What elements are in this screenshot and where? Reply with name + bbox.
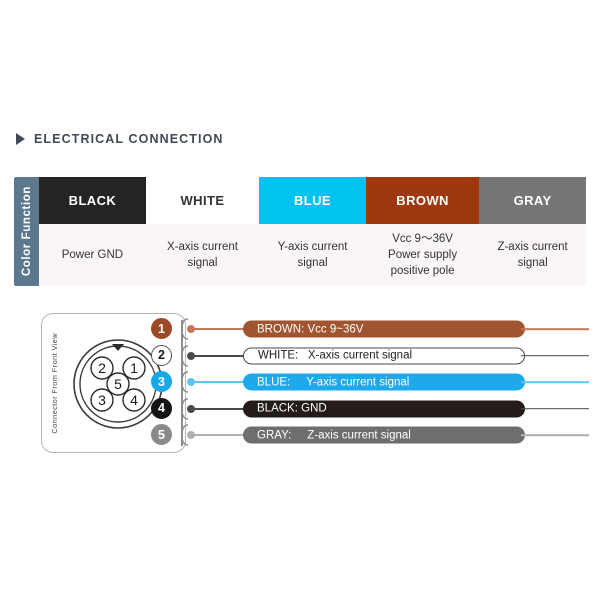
table-column-brown: BROWN Vcc 9～36V Power supply positive pole xyxy=(365,177,480,286)
pin-badge-2: 2 xyxy=(151,344,172,366)
column-function-blue: Y-axis current signal xyxy=(259,224,366,286)
function-line: Vcc 9～36V xyxy=(392,233,453,245)
wire-label-gap xyxy=(290,376,306,388)
wire-tail-line xyxy=(521,407,589,410)
svg-text:2: 2 xyxy=(98,360,106,376)
wire-bracket-icon xyxy=(181,397,189,420)
svg-text:4: 4 xyxy=(130,392,138,408)
table-column-gray: GRAY Z-axis current signal xyxy=(479,177,587,286)
wire-color-label: BROWN: xyxy=(257,323,305,335)
wire-pill-4: BLACK: GND xyxy=(243,400,525,417)
column-header-blue: BLUE xyxy=(259,177,366,224)
wire-tail-line xyxy=(521,328,589,330)
wire-color-label: BLUE: xyxy=(257,376,291,388)
wire-bracket-icon xyxy=(181,424,189,446)
wire-lead-line xyxy=(191,407,247,410)
function-line: Y-axis current xyxy=(277,241,348,253)
wire-color-label: GRAY: xyxy=(257,429,292,441)
wire-bracket-icon xyxy=(181,318,189,340)
wire-row-3: BLUE: Y-axis current signal xyxy=(181,371,591,393)
function-line: signal xyxy=(517,257,548,269)
function-line: signal xyxy=(297,257,328,269)
svg-text:3: 3 xyxy=(98,392,106,408)
wire-pill-5: GRAY: Z-axis current signal xyxy=(243,426,525,444)
wire-row-2: WHITE: X-axis current signal xyxy=(181,344,591,367)
pin-badge-5: 5 xyxy=(151,424,172,445)
wire-tail-line xyxy=(521,434,589,436)
wire-lead-line xyxy=(191,434,247,436)
pin-badge-3: 3 xyxy=(151,371,172,392)
column-function-gray: Z-axis current signal xyxy=(479,224,587,286)
wire-pill-2: WHITE: X-axis current signal xyxy=(243,347,525,364)
connector-pinout-svg: 1 2 3 4 5 xyxy=(73,339,163,429)
wire-tail-line xyxy=(521,381,589,383)
wire-signal-value: Vcc 9~36V xyxy=(307,323,364,335)
wire-lead-line xyxy=(191,381,247,383)
column-function-white: X-axis current signal xyxy=(145,224,260,286)
page-title: ELECTRICAL CONNECTION xyxy=(34,132,224,146)
wire-bracket-icon xyxy=(181,344,189,367)
wire-diagram: BROWN: Vcc 9~36V WHITE: X-axis current si… xyxy=(181,318,591,453)
connector-face-diagram: 1 2 3 4 5 xyxy=(68,330,168,441)
column-function-brown: Vcc 9～36V Power supply positive pole xyxy=(365,224,480,286)
wire-tail-line xyxy=(521,354,589,357)
wire-signal-value: Z-axis current signal xyxy=(307,429,411,441)
function-line: Power supply xyxy=(388,249,458,261)
wire-row-4: BLACK: GND xyxy=(181,397,591,420)
wire-color-label: BLACK: xyxy=(257,402,298,415)
wire-pill-1: BROWN: Vcc 9~36V xyxy=(243,320,525,338)
function-line: signal xyxy=(187,257,218,269)
wire-color-label: WHITE: xyxy=(258,349,299,362)
wire-label-gap xyxy=(298,350,308,362)
column-function-black: Power GND xyxy=(39,224,146,286)
wire-signal-value: X-axis current signal xyxy=(307,349,413,362)
connector-view-label: Connector From Front View xyxy=(50,324,59,442)
svg-text:1: 1 xyxy=(130,360,138,376)
function-line: Power GND xyxy=(61,249,124,261)
wire-signal-value: GND xyxy=(301,402,327,415)
pin-badge-1: 1 xyxy=(151,318,172,339)
wire-label-gap xyxy=(291,429,307,441)
table-side-label: Color Function xyxy=(14,177,39,286)
wire-signal-value: Y-axis current signal xyxy=(306,376,410,388)
function-line: positive pole xyxy=(390,265,455,277)
wire-row-5: GRAY: Z-axis current signal xyxy=(181,424,591,446)
wire-row-1: BROWN: Vcc 9~36V xyxy=(181,318,591,340)
svg-text:5: 5 xyxy=(114,376,122,392)
table-column-blue: BLUE Y-axis current signal xyxy=(259,177,366,286)
function-line: Z-axis current xyxy=(497,241,568,253)
column-header-black: BLACK xyxy=(39,177,146,224)
wire-lead-line xyxy=(191,354,247,357)
function-line: X-axis current xyxy=(167,241,238,253)
wire-lead-line xyxy=(191,328,247,330)
side-label-text: Color Function xyxy=(20,186,33,277)
table-column-white: WHITE X-axis current signal xyxy=(145,177,260,286)
wire-bracket-icon xyxy=(181,371,189,393)
connector-view-label-text: Connector From Front View xyxy=(50,332,59,434)
wire-pill-3: BLUE: Y-axis current signal xyxy=(243,373,525,391)
triangle-right-icon xyxy=(16,133,25,145)
column-header-white: WHITE xyxy=(145,177,260,224)
column-header-brown: BROWN xyxy=(365,177,480,224)
column-header-gray: GRAY xyxy=(479,177,587,224)
section-heading: ELECTRICAL CONNECTION xyxy=(16,132,224,146)
pin-badge-4: 4 xyxy=(151,397,172,419)
table-column-black: BLACK Power GND xyxy=(39,177,146,286)
